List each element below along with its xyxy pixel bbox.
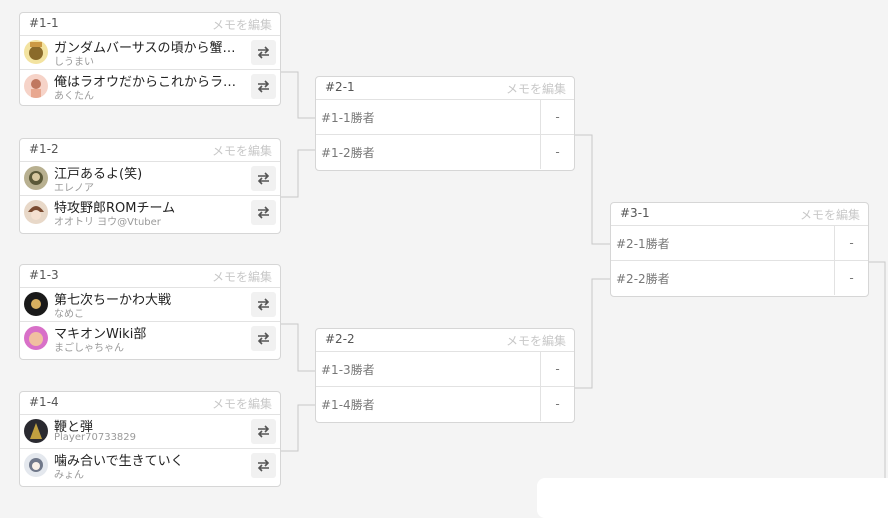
avatar: [24, 40, 48, 64]
swap-button[interactable]: [251, 453, 276, 478]
bracket-connectors: [280, 71, 886, 493]
swap-arrows-icon: [257, 332, 270, 345]
bracket-slot: #1-3勝者 -: [316, 352, 574, 387]
swap-button[interactable]: [251, 40, 276, 65]
player-username: あくたん: [54, 91, 94, 102]
connector-2-1: [574, 134, 611, 245]
avatar: [24, 419, 48, 443]
match-1-3: #1-3 メモを編集 第七次ちーかわ大戦 なめこ マキオンWiki部 まごしゃち…: [19, 264, 281, 360]
match-2-1: #2-1 メモを編集 #1-1勝者 - #1-2勝者 -: [315, 76, 575, 171]
player-username: なめこ: [54, 309, 84, 320]
bottom-panel: [537, 478, 888, 518]
match-3-1: #3-1 メモを編集 #2-1勝者 - #2-2勝者 -: [610, 202, 869, 297]
connector-1-4: [280, 404, 316, 452]
swap-arrows-icon: [257, 206, 270, 219]
avatar: [24, 326, 48, 350]
connector-2-2: [574, 278, 611, 389]
score-cell[interactable]: -: [540, 387, 574, 421]
swap-arrows-icon: [257, 298, 270, 311]
avatar: [24, 166, 48, 190]
match-id: #1-4: [29, 395, 59, 409]
connector-3-1: [868, 261, 886, 493]
avatar: [24, 453, 48, 477]
player-row[interactable]: 第七次ちーかわ大戦 なめこ: [20, 288, 280, 322]
edit-memo-button[interactable]: メモを編集: [211, 144, 272, 158]
player-row[interactable]: 噛み合いで生きていく みょん: [20, 449, 280, 482]
swap-arrows-icon: [257, 459, 270, 472]
match-1-4: #1-4 メモを編集 鞭と弾 Player70733829 噛み合いで生きていく…: [19, 391, 281, 487]
slot-label: #1-1勝者: [321, 111, 375, 125]
swap-arrows-icon: [257, 172, 270, 185]
score-cell[interactable]: -: [540, 352, 574, 386]
swap-button[interactable]: [251, 74, 276, 99]
player-row[interactable]: 鞭と弾 Player70733829: [20, 415, 280, 449]
match-id: #2-1: [325, 80, 355, 94]
player-username: Player70733829: [54, 432, 137, 443]
swap-arrows-icon: [257, 80, 270, 93]
score-cell[interactable]: -: [540, 100, 574, 134]
edit-memo-button[interactable]: メモを編集: [505, 82, 566, 96]
connector-1-2: [280, 149, 316, 198]
bracket-slot: #1-4勝者 -: [316, 387, 574, 421]
match-id: #2-2: [325, 332, 355, 346]
bracket-slot: #2-2勝者 -: [611, 261, 868, 295]
edit-memo-button[interactable]: メモを編集: [211, 270, 272, 284]
player-username: エレノア: [54, 183, 94, 194]
swap-button[interactable]: [251, 326, 276, 351]
player-username: まごしゃちゃん: [54, 343, 124, 354]
match-2-2: #2-2 メモを編集 #1-3勝者 - #1-4勝者 -: [315, 328, 575, 423]
swap-button[interactable]: [251, 419, 276, 444]
slot-label: #2-2勝者: [616, 272, 670, 286]
player-row[interactable]: ガンダムバーサスの頃から蟹… しうまい: [20, 36, 280, 70]
swap-button[interactable]: [251, 292, 276, 317]
edit-memo-button[interactable]: メモを編集: [799, 208, 860, 222]
avatar: [24, 292, 48, 316]
match-1-2: #1-2 メモを編集 江戸あるよ(笑) エレノア 特攻野郎ROMチーム オオトリ…: [19, 138, 281, 234]
slot-label: #1-3勝者: [321, 363, 375, 377]
score-cell[interactable]: -: [540, 135, 574, 169]
match-id: #1-2: [29, 142, 59, 156]
connector-1-3: [280, 323, 316, 372]
player-row[interactable]: 俺はラオウだからこれからラ… あくたん: [20, 70, 280, 103]
swap-button[interactable]: [251, 200, 276, 225]
player-username: みょん: [54, 470, 84, 481]
swap-arrows-icon: [257, 425, 270, 438]
slot-label: #1-2勝者: [321, 146, 375, 160]
player-row[interactable]: マキオンWiki部 まごしゃちゃん: [20, 322, 280, 355]
swap-arrows-icon: [257, 46, 270, 59]
slot-label: #1-4勝者: [321, 398, 375, 412]
swap-button[interactable]: [251, 166, 276, 191]
player-username: しうまい: [54, 57, 94, 68]
player-username: オオトリ ヨウ@Vtuber: [54, 217, 161, 228]
edit-memo-button[interactable]: メモを編集: [211, 397, 272, 411]
slot-label: #2-1勝者: [616, 237, 670, 251]
edit-memo-button[interactable]: メモを編集: [211, 18, 272, 32]
match-id: #1-3: [29, 268, 59, 282]
bracket-slot: #1-1勝者 -: [316, 100, 574, 135]
match-id: #1-1: [29, 16, 59, 30]
edit-memo-button[interactable]: メモを編集: [505, 334, 566, 348]
player-row[interactable]: 特攻野郎ROMチーム オオトリ ヨウ@Vtuber: [20, 196, 280, 229]
match-id: #3-1: [620, 206, 650, 220]
avatar: [24, 74, 48, 98]
score-cell[interactable]: -: [834, 226, 868, 260]
avatar: [24, 200, 48, 224]
bracket-slot: #2-1勝者 -: [611, 226, 868, 261]
connector-1-1: [280, 71, 316, 119]
player-row[interactable]: 江戸あるよ(笑) エレノア: [20, 162, 280, 196]
match-1-1: #1-1 メモを編集 ガンダムバーサスの頃から蟹… しうまい 俺はラオウだからこ…: [19, 12, 281, 106]
bracket-slot: #1-2勝者 -: [316, 135, 574, 169]
score-cell[interactable]: -: [834, 261, 868, 295]
